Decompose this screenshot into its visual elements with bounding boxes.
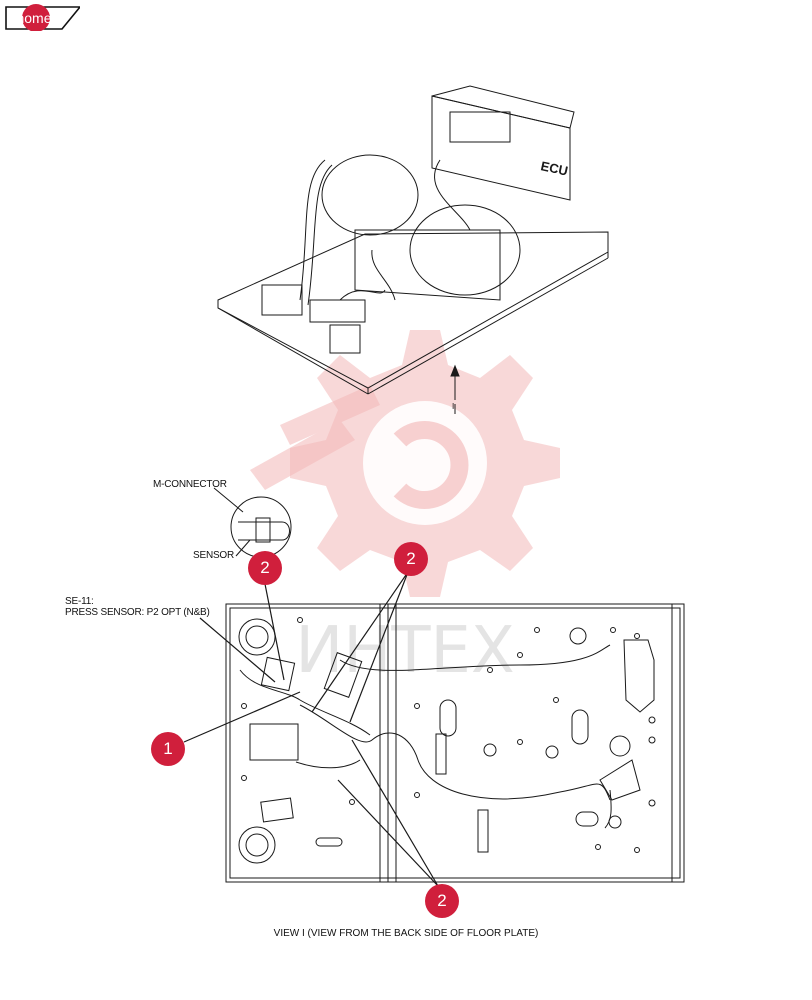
- se11-label-line1: SE-11:: [65, 596, 94, 607]
- callout-2-detail[interactable]: 2: [248, 551, 282, 585]
- leader-line-d2: [337, 779, 439, 887]
- sensor-label: SENSOR: [193, 550, 235, 561]
- leader-line-d1: [351, 739, 439, 887]
- watermark-text: ИНТЕХ: [295, 614, 514, 688]
- callout-2-upper[interactable]: 2: [394, 542, 428, 576]
- leader-line-b2: [349, 571, 409, 723]
- leader-line-a: [264, 583, 285, 681]
- callout-1[interactable]: 1: [151, 732, 185, 766]
- ecu-label: ECU: [539, 158, 569, 178]
- m-connector-label: M-CONNECTOR: [153, 479, 227, 490]
- callout-2-lower[interactable]: 2: [425, 884, 459, 918]
- view-caption: VIEW I (VIEW FROM THE BACK SIDE OF FLOOR…: [273, 928, 539, 939]
- se11-label-line2: PRESS SENSOR: P2 OPT (N&B): [65, 607, 210, 618]
- home-icon: [5, 4, 80, 31]
- valve-block-main: [249, 723, 299, 761]
- home-button[interactable]: home: [4, 3, 80, 31]
- leader-line-b1: [311, 571, 409, 713]
- detail-circle: [230, 496, 292, 558]
- view-marker: I: [452, 402, 455, 411]
- floor-plate-iso: [217, 231, 609, 389]
- floor-plate-flat: [225, 603, 685, 883]
- leader-line-se11: [199, 617, 276, 683]
- leader-line-c: [183, 691, 301, 743]
- home-label: home: [16, 10, 52, 26]
